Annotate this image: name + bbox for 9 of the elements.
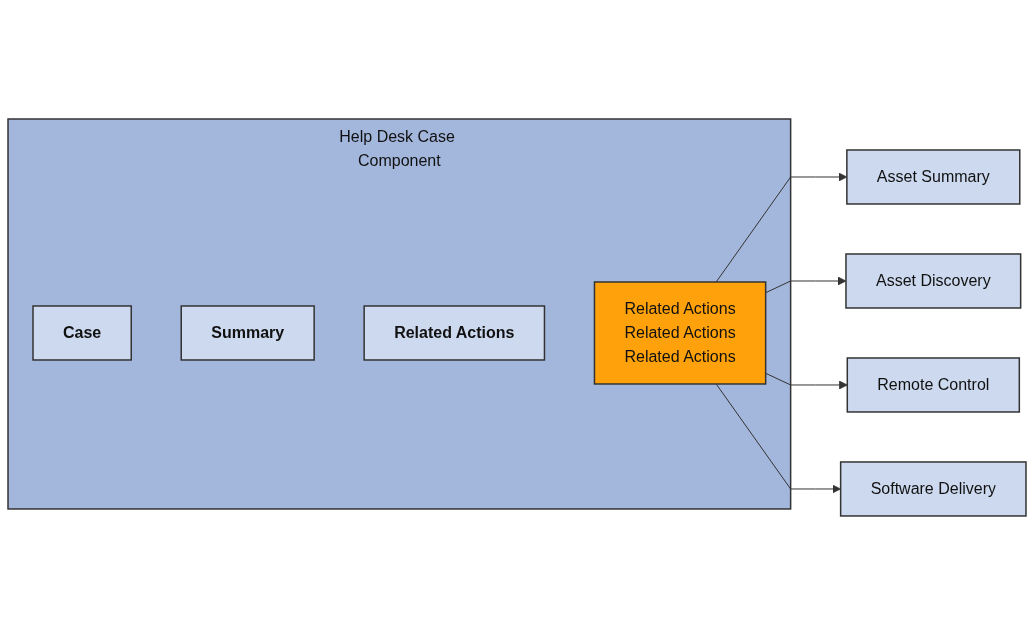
arrow: [765, 372, 848, 390]
node-box: Software Delivery: [839, 461, 1027, 517]
node-box: Summary: [180, 305, 315, 361]
node-box: Related Actions Related Actions Related Actions: [593, 281, 767, 385]
node-box: Asset Summary: [846, 149, 1021, 205]
node-box: Case: [32, 305, 132, 361]
node-box: Related Actions: [363, 305, 546, 361]
node-box: Asset Discovery: [845, 253, 1022, 309]
node-box: Remote Control: [846, 357, 1021, 413]
